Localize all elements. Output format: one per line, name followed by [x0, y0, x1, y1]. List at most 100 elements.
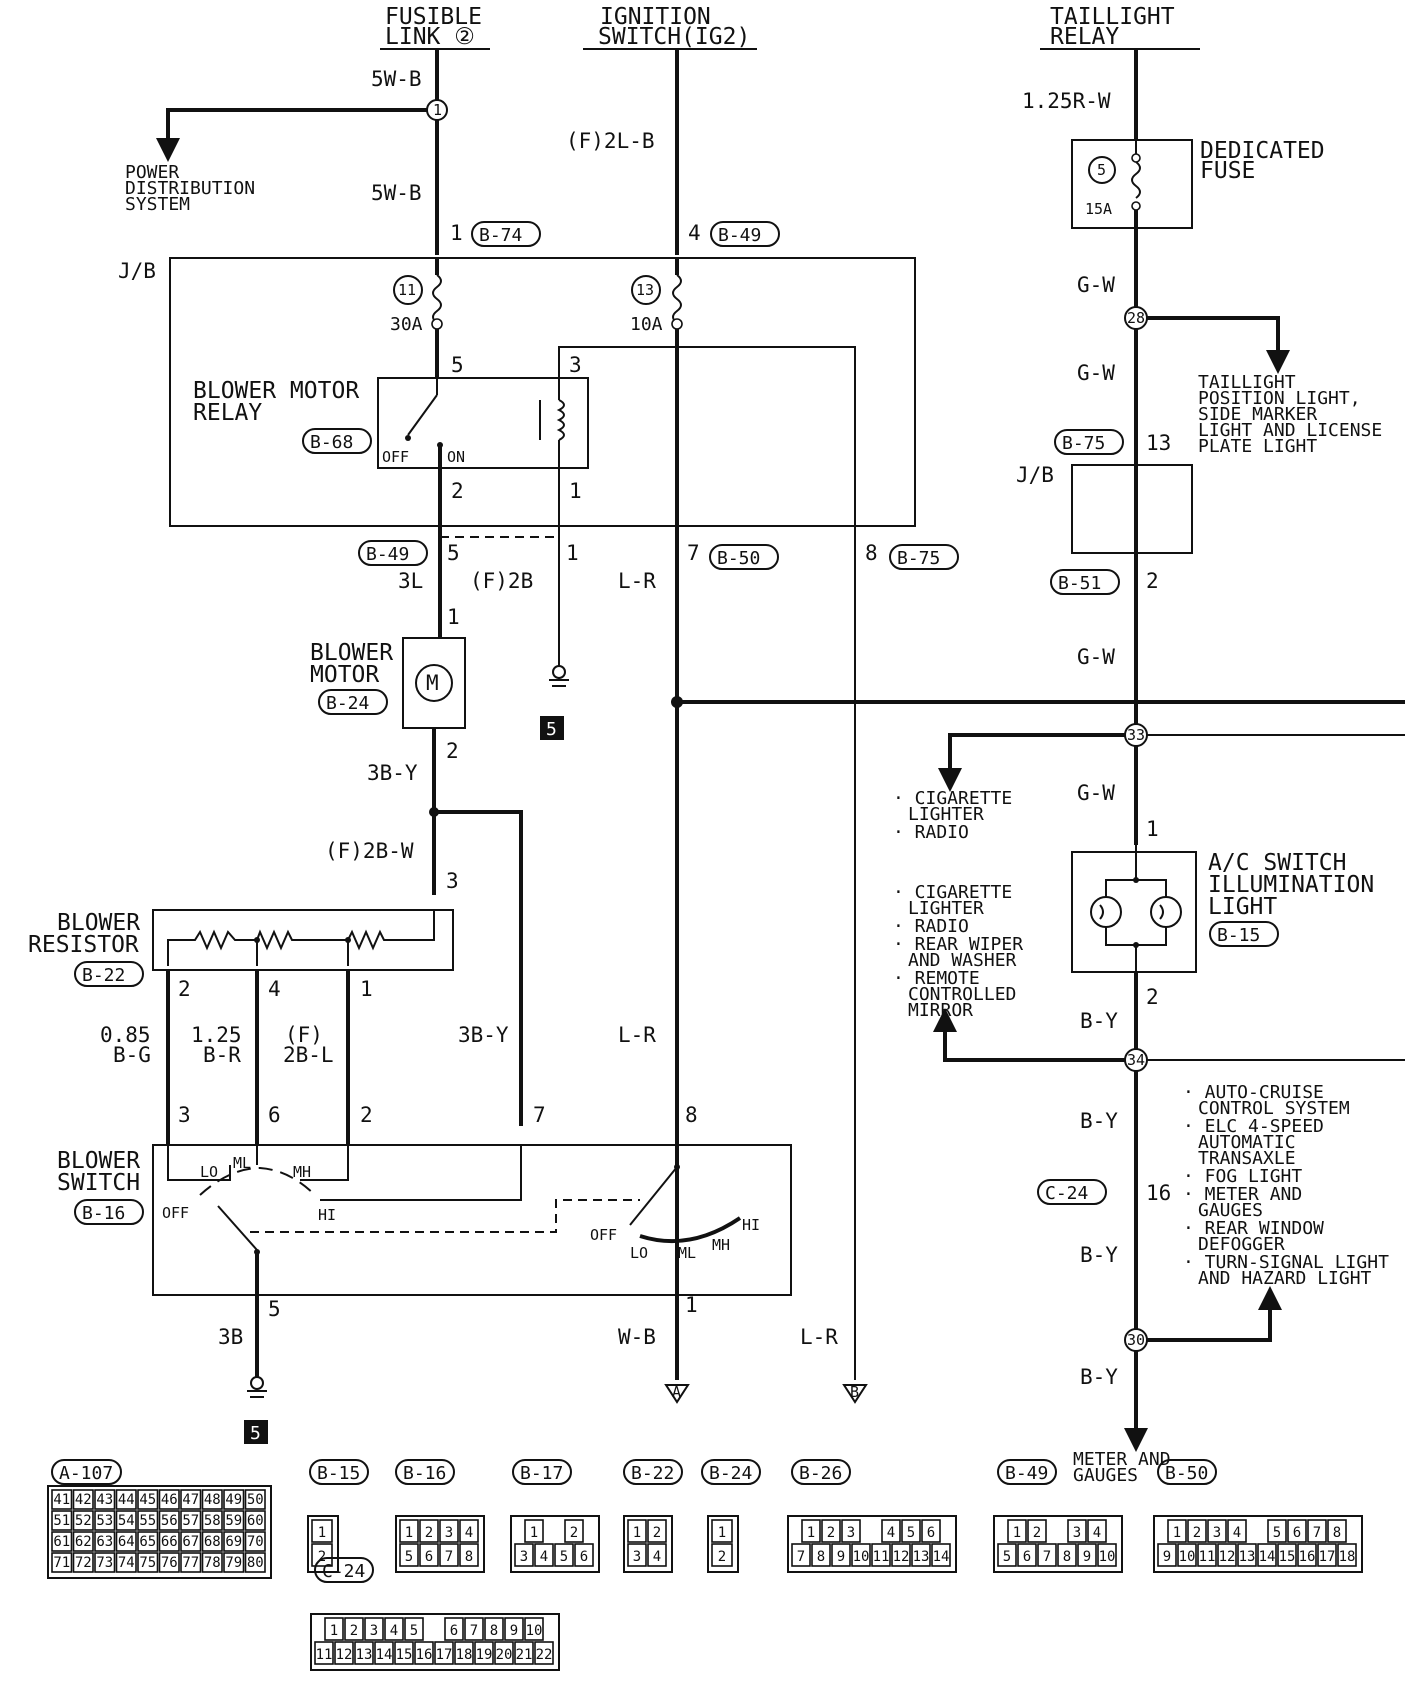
legend-pin — [137, 1531, 159, 1552]
legend-pin — [1177, 1543, 1197, 1567]
svg-text:· ELC 4-SPEED: · ELC 4-SPEED — [1183, 1116, 1324, 1137]
junction-1-label: 1 — [433, 101, 442, 119]
svg-text:30A: 30A — [390, 314, 423, 335]
legend-pin-number: 47 — [182, 1492, 199, 1508]
wire-34-left — [933, 1008, 1125, 1062]
legend-pin-number: 3 — [520, 1549, 528, 1565]
svg-text:LIGHT AND LICENSE: LIGHT AND LICENSE — [1198, 420, 1382, 441]
pin-8-b75: 8 — [865, 541, 878, 565]
fuse-13: 13 10A — [630, 258, 683, 526]
legend-pin — [841, 1519, 861, 1543]
svg-text:FUSE: FUSE — [1200, 158, 1255, 184]
svg-text:2B-L: 2B-L — [283, 1043, 334, 1067]
svg-text:B-75: B-75 — [897, 548, 940, 569]
legend-pin-number: 68 — [204, 1534, 221, 1550]
legend-pin-number: 1 — [1013, 1525, 1021, 1541]
legend-pin-number: 44 — [118, 1492, 135, 1508]
legend-pin-number: 73 — [96, 1555, 113, 1571]
legend-pin — [1067, 1519, 1087, 1543]
cigarette-label-2: · CIGARETTE LIGHTER · RADIO · REAR WIPER… — [893, 882, 1023, 1021]
legend-pin — [115, 1489, 137, 1510]
svg-text:MH: MH — [712, 1236, 730, 1254]
legend-pin-number: 7 — [445, 1549, 453, 1565]
legend-body-b49 — [993, 1515, 1123, 1573]
wire-f2bw-label: (F)2B-W — [325, 839, 414, 863]
connector-b16: B-16 — [74, 1199, 144, 1225]
taillight-relay-header: TAILLIGHT RELAY — [1040, 4, 1200, 50]
dedicated-fuse-label: DEDICATED FUSE — [1200, 138, 1325, 184]
svg-text:B-16: B-16 — [82, 1203, 125, 1224]
ground-b: B — [842, 1383, 868, 1404]
connector-b22: B-22 — [74, 961, 144, 987]
legend-pin-number: 18 — [456, 1647, 473, 1663]
legend-pin-number: 79 — [225, 1555, 242, 1571]
wire-coil-feed — [558, 346, 677, 378]
power-distribution-label: POWER DISTRIBUTION SYSTEM — [125, 162, 255, 215]
legend-pin — [1267, 1519, 1287, 1543]
legend-pin-number: 76 — [161, 1555, 178, 1571]
legend-pin-number: 2 — [350, 1623, 358, 1639]
legend-pin — [459, 1519, 479, 1543]
legend-pin-number: 5 — [1003, 1549, 1011, 1565]
legend-pin — [364, 1617, 384, 1641]
svg-text:SWITCH(IG2): SWITCH(IG2) — [598, 24, 750, 50]
pin-16-c24: 16 — [1146, 1181, 1171, 1205]
fuse-11: 11 30A — [390, 258, 443, 378]
legend-pin-number: 11 — [1199, 1549, 1216, 1565]
legend-pin-number: 10 — [853, 1549, 870, 1565]
legend-pin — [1087, 1519, 1107, 1543]
svg-text:M: M — [426, 671, 439, 695]
legend-pin-number: 56 — [161, 1513, 178, 1529]
legend-pin — [115, 1531, 137, 1552]
legend-pin-number: 10 — [1179, 1549, 1196, 1565]
legend-pin — [524, 1519, 544, 1543]
legend-pin — [439, 1543, 459, 1567]
pin-4-b49: 4 — [688, 221, 701, 245]
legend-pin-number: 3 — [633, 1549, 641, 1565]
junction-1 — [426, 99, 448, 121]
legend-body-b17 — [510, 1515, 600, 1573]
dedicated-fuse-box — [1071, 139, 1193, 229]
legend-pin-number: 55 — [139, 1513, 156, 1529]
legend-pin — [1237, 1543, 1257, 1567]
switch-link-dash — [250, 1199, 640, 1233]
legend-pin — [180, 1489, 202, 1510]
legend-pin-number: 45 — [139, 1492, 156, 1508]
svg-text:B-G: B-G — [113, 1043, 151, 1067]
legend-pin-number: 20 — [496, 1647, 513, 1663]
legend-pin-number: 78 — [204, 1555, 221, 1571]
wire-by-2: B-Y — [1080, 1109, 1118, 1133]
legend-pin-number: 1 — [405, 1525, 413, 1541]
legend-pin — [399, 1519, 419, 1543]
legend-pin-number: 2 — [425, 1525, 433, 1541]
ignition-switch-header: IGNITION SWITCH(IG2) — [583, 4, 757, 50]
legend-pin-number: 1 — [318, 1525, 326, 1541]
legend-pin — [311, 1543, 333, 1567]
wire-by-4: B-Y — [1080, 1365, 1118, 1389]
wire-3by-right — [434, 810, 523, 1126]
legend-pin-number: 19 — [476, 1647, 493, 1663]
legend-pin-number: 69 — [225, 1534, 242, 1550]
svg-text:B-74: B-74 — [479, 225, 522, 246]
pin-1-b74: 1 — [450, 221, 463, 245]
pin-5-relay: 5 — [451, 353, 464, 377]
legend-pin-number: 14 — [376, 1647, 393, 1663]
svg-text:SWITCH: SWITCH — [57, 1170, 140, 1196]
connector-c24: C-24 — [1037, 1179, 1107, 1205]
legend-pin — [419, 1543, 439, 1567]
blower-motor-relay — [377, 377, 589, 469]
legend-pin — [881, 1519, 901, 1543]
pin-2-b51: 2 — [1146, 569, 1159, 593]
legend-pin-number: 71 — [53, 1555, 70, 1571]
ground-symbol-1: 5 — [540, 665, 569, 740]
legend-pin-number: 4 — [465, 1525, 473, 1541]
legend-pin-number: 13 — [356, 1647, 373, 1663]
legend-pin — [1167, 1519, 1187, 1543]
legend-pin — [137, 1510, 159, 1531]
legend-pin-number: 4 — [1233, 1525, 1241, 1541]
switch-left-internals: LO ML MH HI OFF — [162, 1145, 522, 1295]
